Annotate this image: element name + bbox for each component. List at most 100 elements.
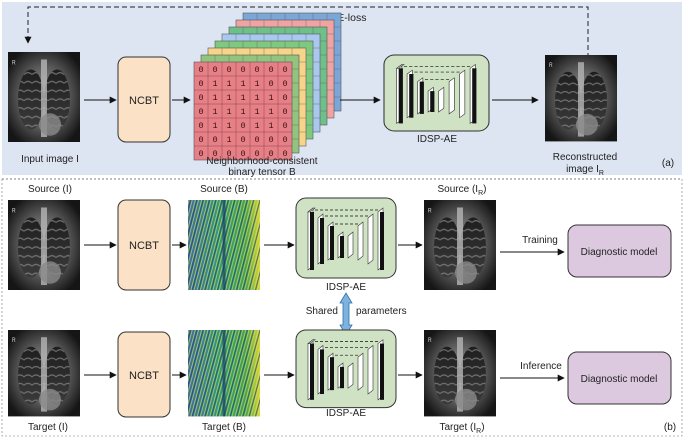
tensor-cell: 0 [212, 149, 217, 159]
idsp-ae-label-a: IDSP-AE [417, 134, 457, 145]
idsp-ae-label-source: IDSP-AE [326, 282, 366, 293]
diagnostic-model-inference [567, 351, 672, 405]
tensor-cell: 1 [254, 107, 259, 117]
tensor-cell: 0 [198, 149, 203, 159]
tensor-cell: 0 [268, 149, 273, 159]
target-reconstructed-image [424, 330, 496, 417]
tensor-grid-line [194, 62, 292, 160]
tensor-cell: 0 [226, 65, 231, 75]
shared-word-1: Shared [306, 306, 338, 317]
ncbt-label-source: NCBT [129, 240, 159, 252]
input-image-label: Input image I [21, 154, 79, 165]
tensor-cell: 1 [226, 135, 231, 145]
panel-a-tag: (a) [662, 158, 674, 169]
tensor-cell: 0 [226, 149, 231, 159]
target-xray-image [8, 330, 80, 417]
tensor-cell: 0 [240, 149, 245, 159]
tensor-cell: 1 [240, 93, 245, 103]
shared-params-double-arrow [339, 292, 353, 336]
mse-loss-dashed-arrow [24, 6, 589, 58]
panel-b-tag: (b) [664, 422, 676, 433]
tensor-cell: 0 [282, 65, 287, 75]
tensor-cell: 0 [198, 93, 203, 103]
tensor-cell: 1 [212, 93, 217, 103]
tensor-cell: 0 [268, 135, 273, 145]
recon-label-line2: image IR [566, 164, 604, 177]
tensor-cell: 1 [226, 121, 231, 131]
tensor-cell: 1 [240, 107, 245, 117]
source-ir-label: Source (IR) [438, 184, 487, 197]
idsp-ae-label-target: IDSP-AE [326, 408, 366, 419]
tensor-grid-line [194, 62, 292, 160]
idsp-ae-block-source [295, 197, 397, 279]
tensor-cell: 0 [282, 149, 287, 159]
tensor-cell: 0 [282, 93, 287, 103]
tensor-cell: 0 [268, 79, 273, 89]
tensor-cell: 1 [212, 79, 217, 89]
diagnostic-label-training: Diagnostic model [581, 247, 658, 258]
target-b-label: Target (B) [202, 422, 246, 433]
tensor-cell: 0 [212, 135, 217, 145]
source-xray-image [8, 200, 80, 290]
tensor-cell: 0 [282, 79, 287, 89]
tensor-label-line2: binary tensor B [228, 167, 296, 178]
reconstructed-xray-image [545, 55, 617, 142]
tensor-cell: 0 [240, 121, 245, 131]
tensor-cell: 0 [254, 149, 259, 159]
diagnostic-model-training [567, 224, 672, 278]
tensor-cell: 1 [226, 93, 231, 103]
idsp-ae-block-a [383, 54, 490, 132]
tensor-cell: 0 [198, 135, 203, 145]
panel-b: Source (I) Source (B) Source (IR) NCBT I… [8, 184, 676, 435]
panel-b-border [1, 178, 683, 437]
ncbt-label-target: NCBT [129, 370, 159, 382]
tensor-cell: 1 [254, 121, 259, 131]
input-xray-image [8, 52, 80, 142]
target-ir-label: Target (IR) [439, 422, 484, 435]
ncbt-block-a [117, 56, 171, 143]
tensor-cell: 0 [268, 65, 273, 75]
tensor-cell: 0 [198, 121, 203, 131]
source-i-label: Source (I) [28, 184, 72, 195]
source-reconstructed-image [424, 200, 496, 290]
target-binary-image [186, 328, 262, 419]
idsp-ae-block-target [295, 329, 397, 409]
tensor-cell: 0 [240, 135, 245, 145]
tensor-label-line1: Neighborhood-consistent [206, 156, 317, 167]
training-label: Training [522, 235, 558, 246]
tensor-cell: 1 [268, 121, 273, 131]
tensor-cell: 0 [198, 79, 203, 89]
inference-label: Inference [520, 361, 562, 372]
tensor-grid-line [194, 62, 292, 160]
tensor-cell: 0 [282, 107, 287, 117]
tensor-layer-0 [193, 61, 293, 161]
target-i-label: Target (I) [28, 422, 68, 433]
source-binary-image [186, 198, 262, 292]
tensor-cell: 0 [282, 121, 287, 131]
tensor-cell: 1 [240, 79, 245, 89]
shared-word-2: parameters [356, 306, 407, 317]
tensor-cell: 0 [254, 135, 259, 145]
tensor-cell: 1 [254, 93, 259, 103]
tensor-cell: 0 [198, 107, 203, 117]
tensor-cell: 1 [254, 79, 259, 89]
recon-label-line1: Reconstructed [553, 152, 617, 163]
tensor-grid-line [194, 62, 292, 160]
ncbt-label-a: NCBT [129, 95, 159, 107]
tensor-cell: 1 [226, 79, 231, 89]
tensor-cell: 1 [268, 107, 273, 117]
ncbt-block-source [117, 199, 171, 291]
tensor-cell: 1 [226, 107, 231, 117]
diagnostic-label-inference: Diagnostic model [581, 374, 658, 385]
tensor-cell: 1 [212, 107, 217, 117]
tensor-cell: 0 [212, 65, 217, 75]
tensor-cell: 1 [268, 93, 273, 103]
tensor-grid-line [194, 62, 292, 160]
tensor-cell: 0 [254, 65, 259, 75]
ncbt-block-target [117, 331, 171, 418]
tensor-cell: 0 [282, 135, 287, 145]
tensor-cell: 0 [240, 65, 245, 75]
